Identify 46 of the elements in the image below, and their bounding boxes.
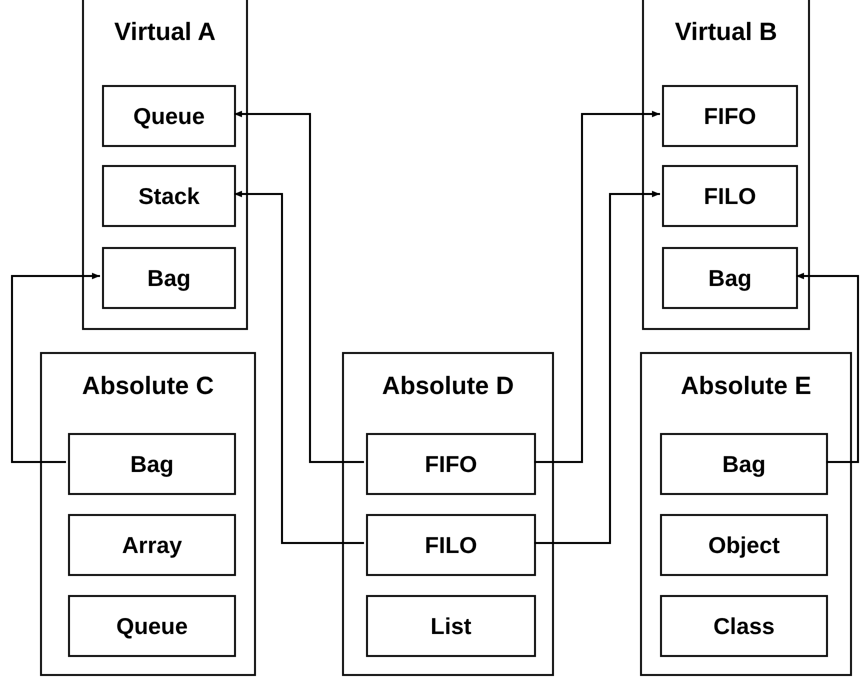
- connector-arrow: [534, 110, 660, 463]
- item-label: Bag: [708, 264, 752, 292]
- connector-arrow: [796, 272, 859, 463]
- group-title: Virtual A: [113, 18, 217, 47]
- group-title: Absolute E: [680, 372, 812, 401]
- item-label: Bag: [722, 450, 766, 478]
- item-box: [102, 165, 236, 227]
- item-label: List: [430, 612, 472, 640]
- item-label: FILO: [424, 532, 478, 558]
- item-box: [68, 595, 236, 657]
- group-box: [82, 0, 248, 330]
- group-box: [642, 0, 810, 330]
- item-box: [662, 247, 798, 309]
- item-label: Queue: [133, 102, 205, 130]
- item-label: Class: [713, 612, 775, 640]
- item-box: [102, 85, 236, 147]
- connector-arrow: [234, 110, 364, 463]
- group-box: [342, 352, 554, 676]
- item-box: [366, 514, 536, 576]
- group-box: [640, 352, 852, 676]
- item-box: [366, 595, 536, 657]
- connector-arrow: [234, 190, 364, 544]
- group-box: [40, 352, 256, 676]
- item-label: Stack: [138, 182, 200, 210]
- item-box: [662, 165, 798, 227]
- group-title: Absolute D: [381, 372, 515, 401]
- item-box: [68, 514, 236, 576]
- group-title: Absolute C: [81, 372, 215, 401]
- item-label: Bag: [147, 264, 191, 292]
- item-label: FILO: [704, 182, 756, 210]
- item-label: FIFO: [424, 450, 478, 478]
- item-label: Array: [122, 532, 182, 558]
- item-box: [662, 85, 798, 147]
- item-label: FIFO: [704, 102, 756, 130]
- item-box: [660, 514, 828, 576]
- group-title: Virtual B: [674, 18, 778, 47]
- item-label: Object: [708, 532, 780, 558]
- item-box: [366, 433, 536, 495]
- item-box: [660, 595, 828, 657]
- connector-arrow: [11, 272, 100, 463]
- connector-arrow: [534, 190, 660, 544]
- item-label: Bag: [130, 450, 174, 478]
- item-box: [68, 433, 236, 495]
- item-box: [660, 433, 828, 495]
- item-label: Queue: [116, 612, 188, 640]
- item-box: [102, 247, 236, 309]
